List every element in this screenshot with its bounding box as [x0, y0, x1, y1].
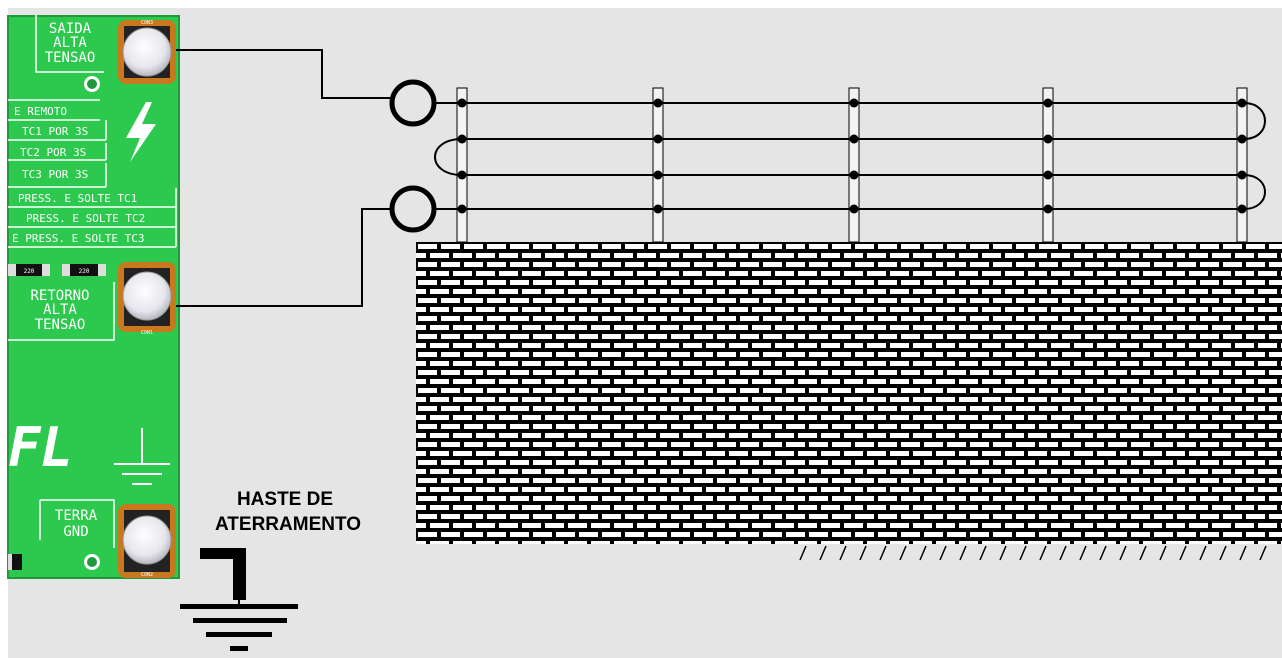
- menu-item: TC3 POR 3S: [22, 168, 88, 181]
- saida-label-line2: ALTA: [53, 35, 87, 51]
- saida-label-line1: SAIDA: [49, 21, 92, 37]
- lightning-bolt-icon: [126, 102, 156, 162]
- menu-item: TC1 POR 3S: [22, 125, 88, 138]
- saida-connector-label: CON3: [141, 20, 153, 26]
- ground-hatch: [799, 545, 1267, 561]
- resistor-label: 220: [24, 268, 35, 275]
- terra-label-line2: GND: [63, 524, 88, 540]
- saida-connector: CON3: [118, 20, 176, 84]
- retorno-label-line3: TENSAO: [35, 317, 86, 333]
- wire-loop: [1243, 102, 1266, 140]
- terra-label-line1: TERRA: [55, 508, 98, 524]
- saida-label-box: SAIDA ALTA TENSAO: [35, 14, 104, 73]
- fence-post: [456, 87, 468, 243]
- menu-item: PRESS. E SOLTE TC1: [18, 192, 137, 205]
- wire-loop: [434, 138, 463, 176]
- retorno-label-line1: RETORNO: [30, 288, 89, 304]
- output-wire: [176, 49, 390, 99]
- menu-item: E PRESS. E SOLTE TC3: [12, 232, 144, 245]
- fence-post: [652, 87, 664, 243]
- fence-post: [1236, 87, 1248, 243]
- menu-item: PRESS. E SOLTE TC2: [26, 212, 145, 225]
- retorno-connector-label: CON1: [141, 330, 153, 336]
- saida-label-line3: TENSAO: [45, 50, 96, 66]
- retorno-label-box: RETORNO ALTA TENSAO: [8, 282, 115, 341]
- menu-item: E REMOTO: [14, 105, 67, 118]
- wire-loop: [1243, 174, 1266, 210]
- return-wire: [176, 208, 390, 307]
- fence-nodes: [457, 98, 1247, 214]
- menu-item: TC2 POR 3S: [20, 146, 86, 159]
- retorno-label-line2: ALTA: [43, 302, 77, 318]
- ground-symbol-icon: [114, 428, 170, 485]
- ground-rod-label-line2: ATERRAMENTO: [215, 514, 361, 535]
- resistor-label: 220: [79, 268, 90, 275]
- fence-post: [848, 87, 860, 243]
- resistor: 220: [8, 264, 50, 276]
- function-menu: E REMOTO TC1 POR 3S TC2 POR 3S TC3 POR 3…: [8, 99, 177, 248]
- brick-wall: [416, 242, 1282, 544]
- terra-label-box: TERRA GND: [39, 499, 115, 548]
- fence-posts: [456, 87, 1248, 243]
- brand-logo: FL: [8, 416, 73, 479]
- resistor: 220: [62, 264, 106, 276]
- brand-logo-text: FL: [8, 416, 73, 479]
- controller-board: SAIDA ALTA TENSAO CON3: [7, 14, 180, 579]
- terra-connector: CON2: [118, 504, 176, 578]
- terra-connector-label: CON2: [141, 572, 153, 578]
- ground-rod-label-line1: HASTE DE: [237, 489, 333, 510]
- fence-post: [1042, 87, 1054, 243]
- retorno-connector: CON1: [118, 262, 176, 336]
- ground-rod-icon: [180, 548, 298, 651]
